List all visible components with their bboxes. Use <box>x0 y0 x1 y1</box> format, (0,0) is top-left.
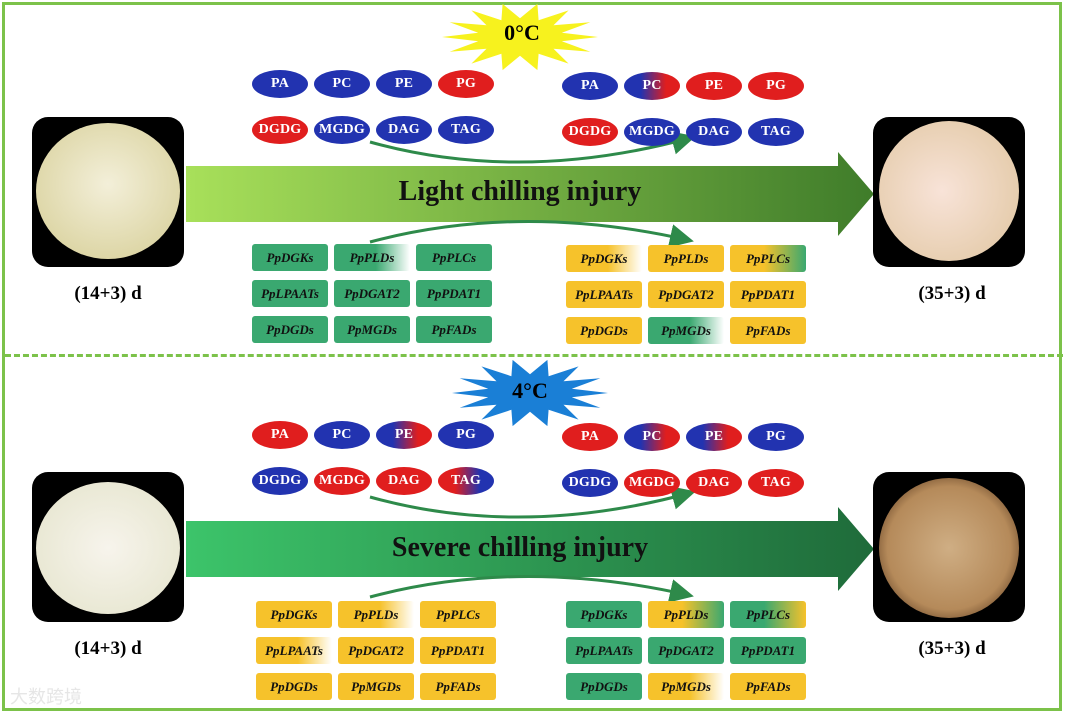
temperature-label: 0°C <box>504 20 540 45</box>
lipid-pc: PC <box>314 421 370 449</box>
gene-ppfads: PpFADs <box>730 673 806 700</box>
gene-ppdgks: PpDGKs <box>566 245 642 272</box>
gene-ppplds: PpPLDs <box>648 245 724 272</box>
arrow-label: Light chilling injury <box>398 176 642 207</box>
lipid-dgdg: DGDG <box>252 467 308 495</box>
gene-pppdat1: PpPDAT1 <box>416 280 492 307</box>
tuber-photo-start <box>32 472 184 622</box>
lipid-tag: TAG <box>748 118 804 146</box>
lipid-pc: PC <box>314 70 370 98</box>
lipid-mgdg: MGDG <box>314 116 370 144</box>
gene-ppdgat2: PpDGAT2 <box>648 637 724 664</box>
tuber-photo-start <box>32 117 184 267</box>
day-label-start: (14+3) d <box>74 638 142 659</box>
gene-pplpaats: PpLPAATs <box>256 637 332 664</box>
lipid-pe: PE <box>376 421 432 449</box>
gene-ppplcs: PpPLCs <box>420 601 496 628</box>
arrow-label: Severe chilling injury <box>391 532 649 563</box>
lipid-dgdg: DGDG <box>562 469 618 497</box>
lipid-mgdg: MGDG <box>314 467 370 495</box>
gene-ppmgds: PpMGDs <box>648 673 724 700</box>
gene-pppdat1: PpPDAT1 <box>420 637 496 664</box>
lipid-pg: PG <box>748 72 804 100</box>
gene-ppdgds: PpDGDs <box>566 673 642 700</box>
lipid-dag: DAG <box>376 116 432 144</box>
lipid-tag: TAG <box>438 467 494 495</box>
lipid-mgdg: MGDG <box>624 469 680 497</box>
gene-ppfads: PpFADs <box>730 317 806 344</box>
watermark: 大数跨境 <box>10 687 82 708</box>
gene-pplpaats: PpLPAATs <box>566 281 642 308</box>
gene-ppdgat2: PpDGAT2 <box>334 280 410 307</box>
lipid-dag: DAG <box>686 118 742 146</box>
gene-ppmgds: PpMGDs <box>338 673 414 700</box>
gene-ppplcs: PpPLCs <box>730 245 806 272</box>
gene-pppdat1: PpPDAT1 <box>730 637 806 664</box>
lipid-tag: TAG <box>438 116 494 144</box>
lipid-pa: PA <box>252 70 308 98</box>
day-label-end: (35+3) d <box>918 283 986 304</box>
gene-ppdgat2: PpDGAT2 <box>648 281 724 308</box>
gene-pppdat1: PpPDAT1 <box>730 281 806 308</box>
day-label-end: (35+3) d <box>918 638 986 659</box>
gene-ppdgds: PpDGDs <box>256 673 332 700</box>
temperature-burst-icon <box>452 359 608 427</box>
temperature-burst-icon <box>442 3 598 71</box>
lipid-dgdg: DGDG <box>252 116 308 144</box>
lipid-pe: PE <box>376 70 432 98</box>
lipid-pc: PC <box>624 423 680 451</box>
gene-ppplcs: PpPLCs <box>416 244 492 271</box>
panel-divider <box>5 354 1063 357</box>
lipid-dgdg: DGDG <box>562 118 618 146</box>
lipid-pe: PE <box>686 72 742 100</box>
lipid-dag: DAG <box>686 469 742 497</box>
temperature-label: 4°C <box>512 378 548 403</box>
lipid-pa: PA <box>562 72 618 100</box>
lipid-pg: PG <box>438 70 494 98</box>
tuber-photo-end <box>873 117 1025 267</box>
gene-ppmgds: PpMGDs <box>334 316 410 343</box>
gene-pplpaats: PpLPAATs <box>252 280 328 307</box>
gene-ppfads: PpFADs <box>420 673 496 700</box>
gene-ppfads: PpFADs <box>416 316 492 343</box>
lipid-pe: PE <box>686 423 742 451</box>
gene-ppdgat2: PpDGAT2 <box>338 637 414 664</box>
lipid-tag: TAG <box>748 469 804 497</box>
lipid-pg: PG <box>748 423 804 451</box>
gene-ppdgks: PpDGKs <box>256 601 332 628</box>
gene-ppplds: PpPLDs <box>648 601 724 628</box>
lipid-dag: DAG <box>376 467 432 495</box>
gene-ppmgds: PpMGDs <box>648 317 724 344</box>
day-label-start: (14+3) d <box>74 283 142 304</box>
gene-ppdgks: PpDGKs <box>566 601 642 628</box>
lipid-pa: PA <box>252 421 308 449</box>
tuber-photo-end <box>873 472 1025 622</box>
gene-ppplcs: PpPLCs <box>730 601 806 628</box>
gene-ppdgds: PpDGDs <box>566 317 642 344</box>
gene-pplpaats: PpLPAATs <box>566 637 642 664</box>
gene-ppplds: PpPLDs <box>338 601 414 628</box>
gene-ppdgds: PpDGDs <box>252 316 328 343</box>
lipid-pa: PA <box>562 423 618 451</box>
lipid-pc: PC <box>624 72 680 100</box>
lipid-pg: PG <box>438 421 494 449</box>
gene-ppplds: PpPLDs <box>334 244 410 271</box>
lipid-mgdg: MGDG <box>624 118 680 146</box>
gene-ppdgks: PpDGKs <box>252 244 328 271</box>
